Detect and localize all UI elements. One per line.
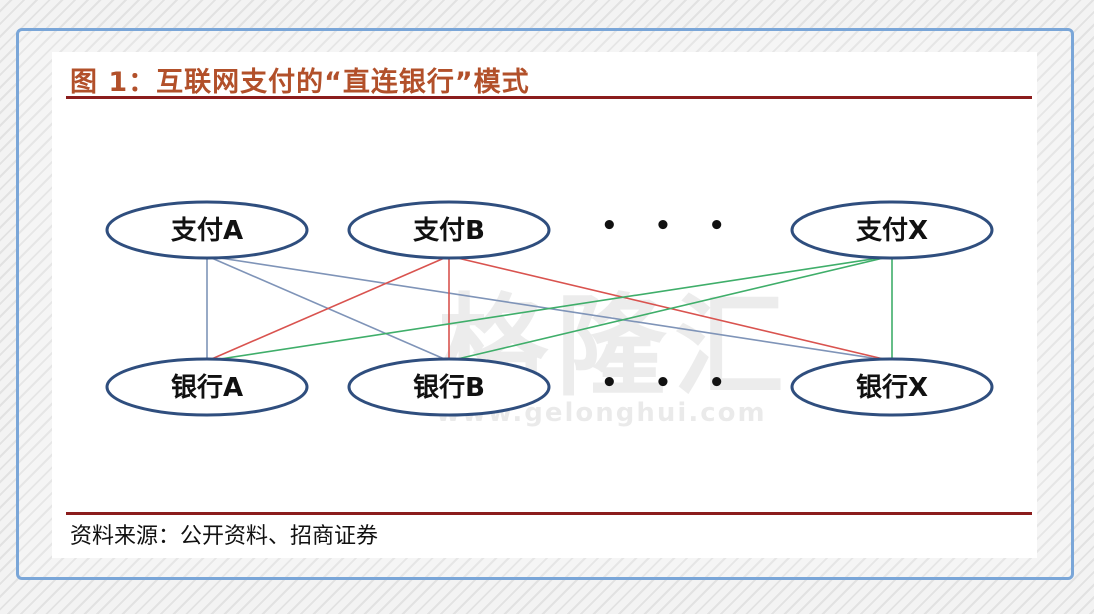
payment-node-3: 支付X: [790, 200, 994, 260]
figure-panel: 图 1：互联网支付的“直连银行”模式 格隆汇 www.gelonghui.com…: [52, 52, 1037, 558]
payment-node-1: 支付A: [105, 200, 309, 260]
bank-node-label: 银行A: [171, 372, 243, 403]
bank-node-shape: [105, 357, 309, 417]
source-rule: [66, 512, 1032, 515]
title-rule: [66, 96, 1032, 99]
figure-source: 资料来源：公开资料、招商证券: [70, 524, 379, 549]
payment-node-label: 支付A: [171, 216, 243, 246]
edge-7: [206, 255, 893, 362]
payment-node-shape: [790, 200, 994, 260]
edge-4: [206, 255, 450, 362]
edge-8: [448, 255, 893, 362]
payment-ellipsis: • • •: [601, 211, 739, 241]
bank-node-2: 银行B: [347, 357, 551, 417]
bank-node-1: 银行A: [105, 357, 309, 417]
bank-node-label: 银行X: [856, 372, 928, 403]
bank-node-shape: [790, 357, 994, 417]
payment-node-label: 支付B: [413, 216, 485, 246]
payment-node-label: 支付X: [856, 216, 928, 246]
payment-node-shape: [347, 200, 551, 260]
bank-node-shape: [347, 357, 551, 417]
diagram-nodes: 支付A 支付B 支付X 银行A 银行B 银行X: [105, 200, 994, 417]
bank-ellipsis: • • •: [601, 368, 739, 398]
payment-node-shape: [105, 200, 309, 260]
direct-bank-diagram: 支付A 支付B 支付X 银行A 银行B 银行X • • • • • •: [105, 200, 994, 417]
ellipsis-markers: • • • • • •: [601, 211, 739, 398]
connection-lines: [206, 255, 893, 362]
figure-title: 图 1：互联网支付的“直连银行”模式: [70, 67, 530, 98]
bank-node-label: 银行B: [413, 372, 485, 403]
bank-node-3: 银行X: [790, 357, 994, 417]
payment-node-2: 支付B: [347, 200, 551, 260]
